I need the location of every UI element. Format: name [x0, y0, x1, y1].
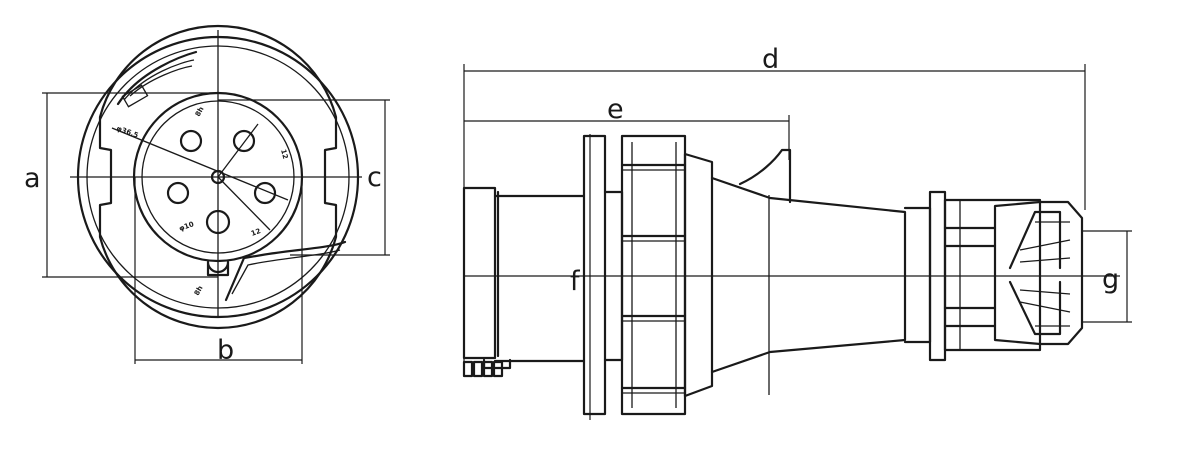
tapered-body: [710, 176, 907, 374]
gland-fingers: [1008, 210, 1071, 336]
dim-label-b: b: [217, 335, 234, 366]
pin-top: [179, 129, 203, 153]
dim-label-a: a: [24, 163, 41, 194]
rear-tube: [903, 206, 932, 344]
nut-inner: [631, 142, 677, 408]
side-view: d e f: [462, 44, 1132, 420]
body-profile: [98, 24, 338, 330]
collar: [683, 152, 714, 398]
dim-label-g: g: [1102, 264, 1119, 295]
pin-label-top: 8h: [194, 105, 206, 118]
latch-block: [121, 84, 149, 108]
dim-label-c: c: [367, 162, 382, 193]
grip-fin: [738, 148, 792, 204]
pin-label-right: 12: [279, 148, 289, 160]
pin-top-right: [232, 129, 256, 153]
leader-1: [111, 127, 289, 201]
gland-body: [928, 190, 947, 362]
latch-bottom-2: [231, 249, 341, 295]
latch-bottom: [224, 240, 347, 302]
pin-label-key: 8h: [193, 284, 205, 297]
gland-ribs: [943, 200, 997, 350]
pin-left: [166, 181, 190, 205]
nut-ribs: [620, 163, 687, 394]
gland-cone: [993, 200, 1084, 346]
pin-label-bottom-right: 12: [250, 227, 262, 238]
dim-label-d: d: [762, 44, 779, 75]
flange: [582, 134, 607, 416]
pin-bottom: [205, 209, 231, 235]
key-notch: [206, 260, 230, 277]
bottom-pins: [462, 360, 504, 378]
leader-2: [217, 123, 259, 178]
dim-label-e: e: [607, 94, 624, 125]
front-view: φ36.5 8h 12 φ10 12 8h a b c: [24, 24, 390, 366]
gland-nut: [943, 198, 1042, 352]
pin-label-bottom-left: φ10: [178, 220, 195, 233]
pin-right: [253, 181, 277, 205]
front-sleeve: [462, 186, 497, 360]
leader-3: [217, 176, 271, 231]
pin-label-diameter: φ36.5: [115, 124, 139, 139]
dim-label-f: f: [570, 266, 581, 297]
